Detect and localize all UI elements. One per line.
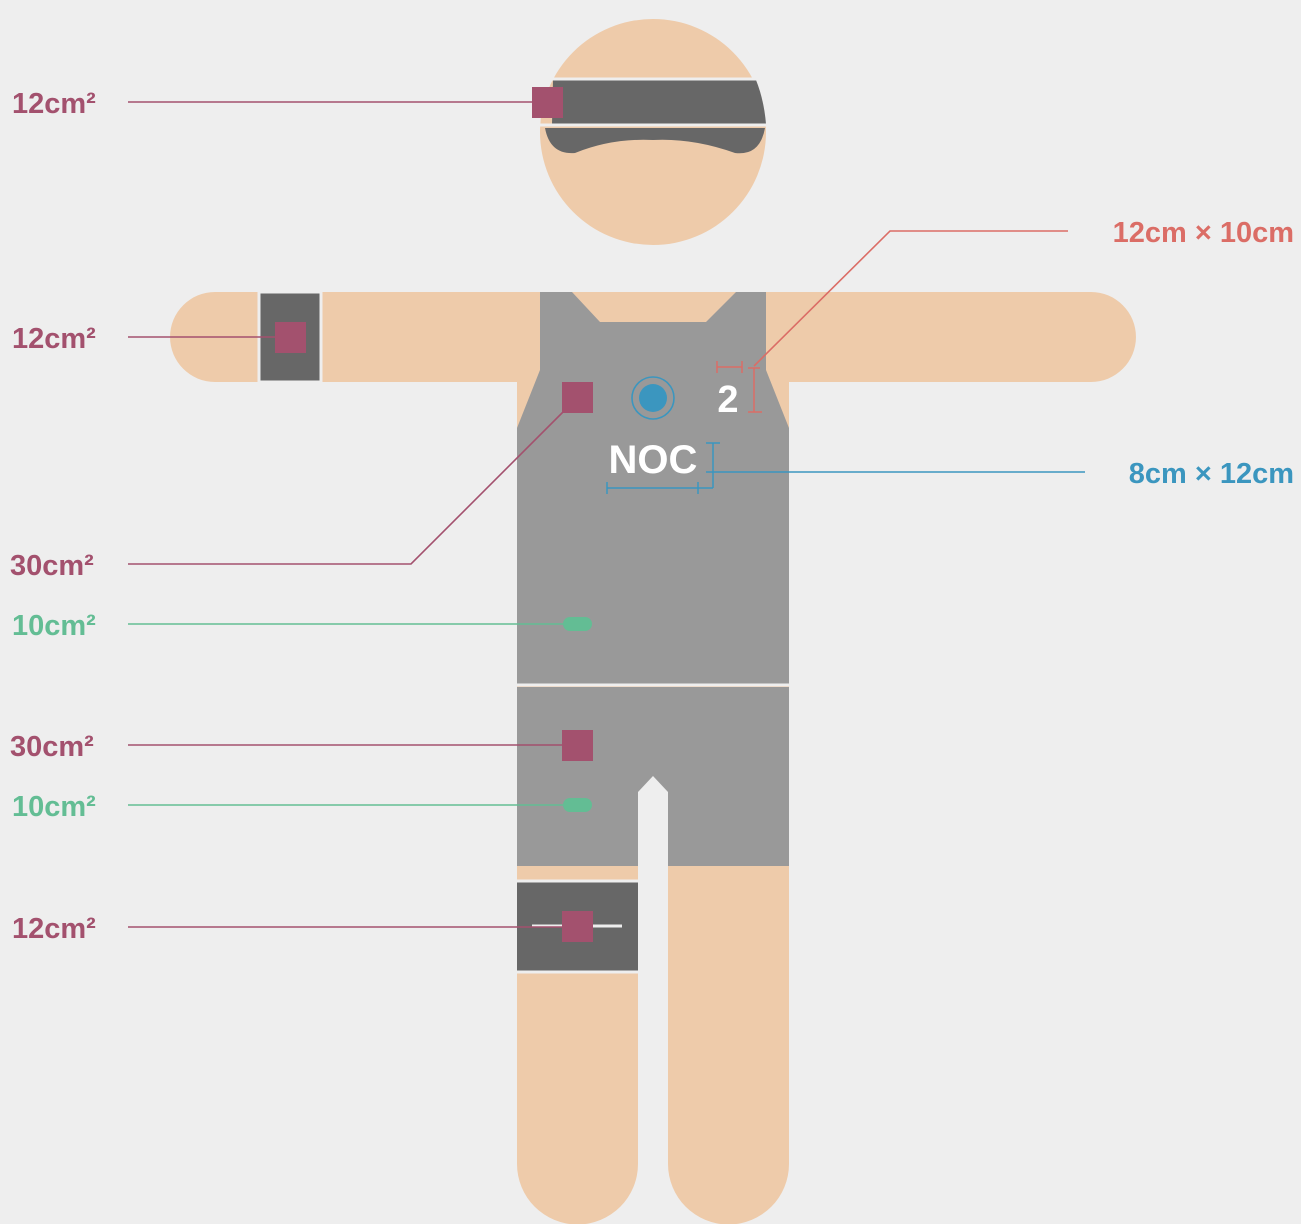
competitor-number: 2 xyxy=(717,379,738,421)
headband xyxy=(552,80,766,124)
label-armband-area: 12cm² xyxy=(12,323,96,355)
label-noc-size: 8cm × 12cm xyxy=(1129,458,1294,490)
logo-marker-armband xyxy=(275,322,306,353)
small-marker-chest xyxy=(563,617,592,631)
label-shorts-area: 30cm² xyxy=(10,731,94,763)
label-thighband-area: 12cm² xyxy=(12,913,96,945)
label-chest-area: 30cm² xyxy=(10,550,94,582)
shorts xyxy=(517,687,789,866)
emblem-icon xyxy=(639,384,667,412)
label-headband-area: 12cm² xyxy=(12,88,96,120)
label-chest-small-area: 10cm² xyxy=(12,610,96,642)
logo-marker-thighband xyxy=(562,911,593,942)
label-number-size: 12cm × 10cm xyxy=(1113,217,1294,249)
logo-marker-shorts xyxy=(562,730,593,761)
right-leg xyxy=(668,850,789,1224)
small-marker-shorts xyxy=(563,798,592,812)
label-shorts-small-area: 10cm² xyxy=(12,791,96,823)
logo-marker-headband xyxy=(532,87,563,118)
noc-code: NOC xyxy=(609,438,698,482)
logo-marker-chest xyxy=(562,382,593,413)
leader-line-chest xyxy=(128,398,577,564)
